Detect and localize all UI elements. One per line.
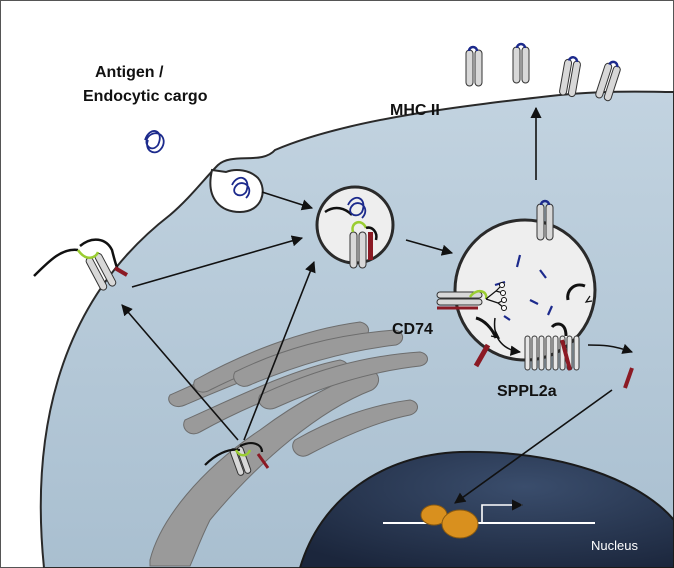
surface-mhc-group	[465, 42, 622, 103]
endocytic-pit	[209, 168, 264, 214]
sppl2a-label: SPPL2a	[497, 383, 557, 400]
nucleus-label: Nucleus	[591, 538, 638, 553]
transcription-factor-icon	[420, 504, 479, 539]
early-endosome	[315, 185, 395, 269]
nucleus-shape	[298, 450, 674, 568]
plasma-membrane-complex	[33, 238, 129, 291]
mhc-dimer-icon	[594, 60, 622, 103]
pathway-arrows	[121, 106, 613, 504]
gene-arrow-icon	[481, 499, 524, 523]
golgi-icon	[149, 321, 428, 567]
cd74-icon	[436, 282, 507, 311]
cd74-icd-released	[623, 367, 634, 389]
antigen-label-line2: Endocytic cargo	[83, 88, 208, 105]
golgi-complex	[204, 442, 270, 476]
cd74-label: CD74	[392, 321, 433, 338]
sppl2a-protease-icon	[524, 322, 580, 371]
cd74-ntf-membrane	[473, 343, 491, 368]
antigen-coil-icon	[144, 130, 367, 219]
mhc-dimer-icon	[465, 45, 483, 87]
mhc-dimer-icon	[558, 56, 582, 98]
antigen-label-line1: Antigen /	[95, 64, 164, 81]
mhc-label: MHC II	[390, 102, 440, 119]
mhc-dimer-icon	[512, 42, 530, 84]
